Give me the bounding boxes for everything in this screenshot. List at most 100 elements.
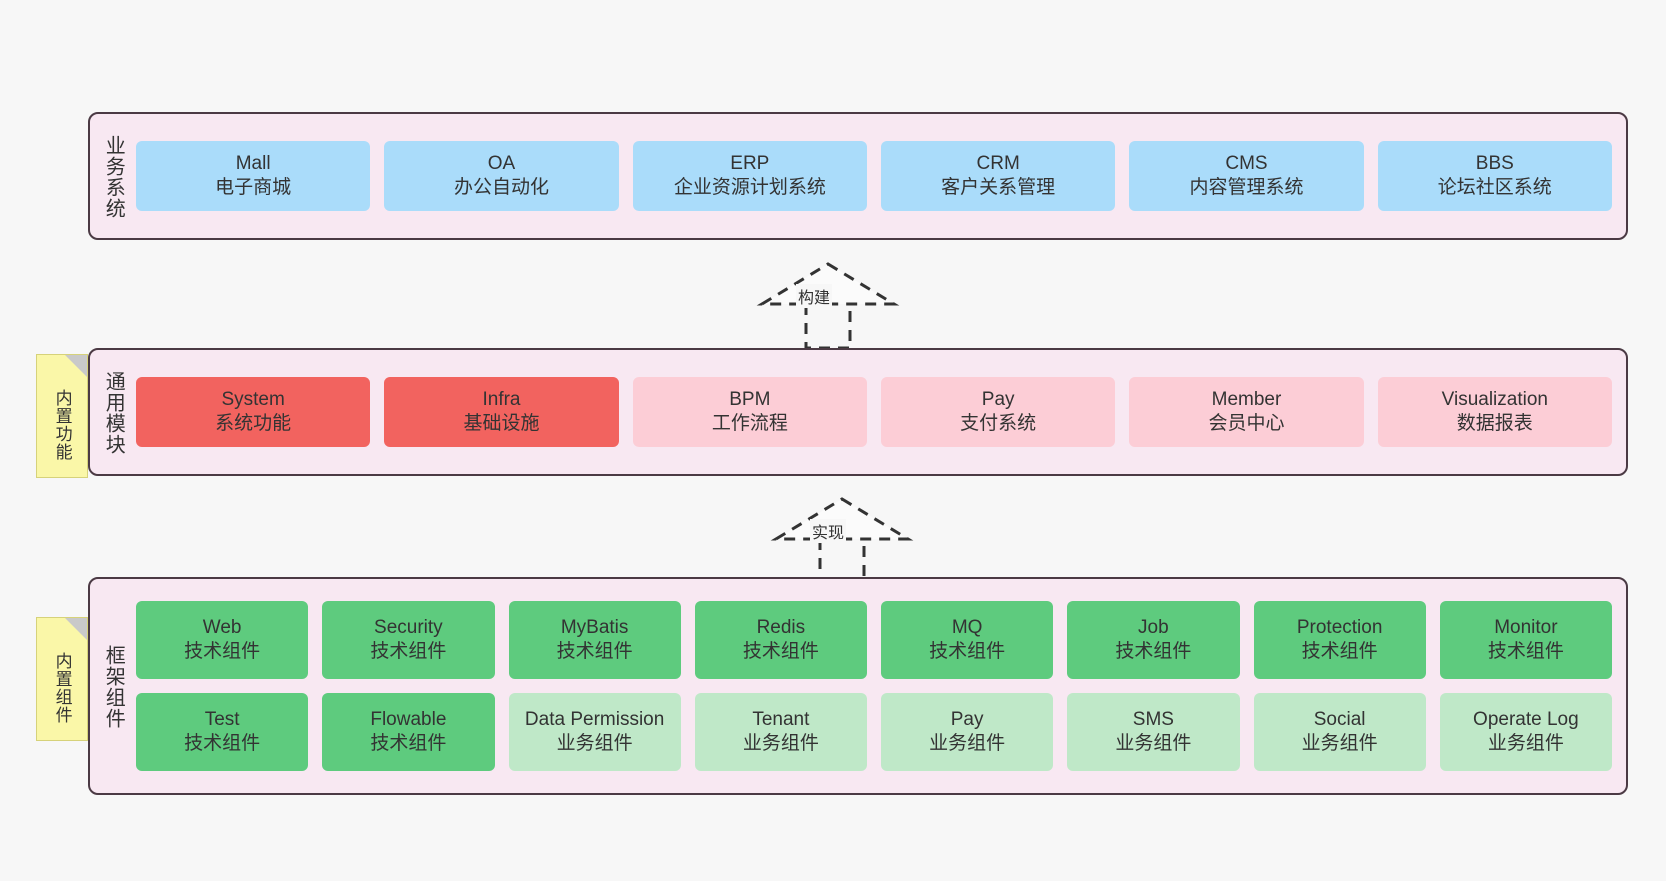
card-row-business: Test 技术组件 Flowable 技术组件 Data Permission … (136, 693, 1612, 771)
layer-body-framework: Web 技术组件 Security 技术组件 MyBatis 技术组件 Redi… (136, 579, 1626, 793)
card-title: System (221, 388, 285, 410)
card-mq[interactable]: MQ 技术组件 (881, 601, 1054, 679)
card-title: Visualization (1441, 388, 1548, 410)
card-subtitle: 技术组件 (184, 641, 261, 662)
generalization-arrow-icon (756, 262, 900, 350)
card-pay[interactable]: Pay 支付系统 (880, 377, 1116, 447)
layer-body-common: System 系统功能 Infra 基础设施 BPM 工作流程 Pay 支付系统… (136, 350, 1626, 474)
card-cms[interactable]: CMS 内容管理系统 (1129, 141, 1364, 211)
card-subtitle: 业务组件 (1487, 733, 1564, 754)
card-subtitle: 支付系统 (960, 413, 1037, 434)
card-infra[interactable]: Infra 基础设施 (384, 377, 619, 447)
note-builtin-features: 内置功能 (36, 354, 88, 478)
connector-implement-label: 实现 (810, 519, 847, 543)
card-subtitle: 企业资源计划系统 (673, 177, 826, 198)
card-title: Pay (981, 388, 1015, 410)
card-operate-log[interactable]: Operate Log 业务组件 (1439, 693, 1612, 771)
card-redis[interactable]: Redis 技术组件 (694, 601, 867, 679)
note-label: 内置组件 (52, 652, 72, 724)
card-subtitle: 系统功能 (215, 413, 292, 434)
card-title: CRM (976, 152, 1020, 174)
card-mall[interactable]: Mall 电子商城 (136, 141, 371, 211)
card-bpm[interactable]: BPM 工作流程 (632, 377, 867, 447)
card-subtitle: 客户关系管理 (941, 177, 1056, 198)
card-title: Member (1211, 388, 1282, 410)
card-subtitle: 论坛社区系统 (1437, 177, 1552, 198)
card-title: Monitor (1494, 616, 1558, 638)
card-title: Infra (482, 388, 521, 410)
card-title: Security (374, 616, 443, 638)
card-title: ERP (730, 152, 770, 174)
card-row: System 系统功能 Infra 基础设施 BPM 工作流程 Pay 支付系统… (136, 377, 1612, 447)
card-web[interactable]: Web 技术组件 (136, 601, 309, 679)
note-label: 内置功能 (52, 389, 72, 461)
card-title: Social (1313, 708, 1366, 730)
connector-implement: 实现 (758, 493, 938, 585)
note-fold-icon (65, 618, 87, 640)
card-sms[interactable]: SMS 业务组件 (1067, 693, 1240, 771)
card-subtitle: 技术组件 (556, 641, 633, 662)
card-pay-business[interactable]: Pay 业务组件 (881, 693, 1054, 771)
note-builtin-components: 内置组件 (36, 617, 88, 741)
card-title: OA (487, 152, 516, 174)
card-subtitle: 数据报表 (1456, 413, 1533, 434)
card-row-technical: Web 技术组件 Security 技术组件 MyBatis 技术组件 Redi… (136, 601, 1612, 679)
card-title: Flowable (370, 708, 447, 730)
card-title: Protection (1296, 616, 1383, 638)
card-subtitle: 业务组件 (742, 733, 819, 754)
card-subtitle: 业务组件 (1301, 733, 1378, 754)
card-subtitle: 基础设施 (463, 413, 540, 434)
card-tenant[interactable]: Tenant 业务组件 (694, 693, 867, 771)
card-flowable[interactable]: Flowable 技术组件 (322, 693, 495, 771)
card-title: SMS (1132, 708, 1174, 730)
card-subtitle: 技术组件 (1301, 641, 1378, 662)
card-erp[interactable]: ERP 企业资源计划系统 (632, 141, 867, 211)
card-row: Mall 电子商城 OA 办公自动化 ERP 企业资源计划系统 CRM 客户关系… (136, 141, 1612, 211)
card-title: Redis (756, 616, 806, 638)
card-mybatis[interactable]: MyBatis 技术组件 (508, 601, 681, 679)
card-crm[interactable]: CRM 客户关系管理 (880, 141, 1116, 211)
card-member[interactable]: Member 会员中心 (1129, 377, 1364, 447)
card-title: BPM (729, 388, 771, 410)
card-title: Job (1138, 616, 1169, 638)
card-subtitle: 技术组件 (1115, 641, 1192, 662)
connector-build-label: 构建 (796, 284, 833, 308)
card-title: Pay (950, 708, 984, 730)
card-visualization[interactable]: Visualization 数据报表 (1377, 377, 1612, 447)
card-bbs[interactable]: BBS 论坛社区系统 (1377, 141, 1612, 211)
card-title: MQ (951, 616, 983, 638)
layer-framework-components: 框架组件 Web 技术组件 Security 技术组件 MyBatis 技术组件… (88, 577, 1628, 795)
layer-body-business: Mall 电子商城 OA 办公自动化 ERP 企业资源计划系统 CRM 客户关系… (136, 114, 1626, 238)
card-title: MyBatis (560, 616, 629, 638)
card-subtitle: 技术组件 (184, 733, 261, 754)
card-monitor[interactable]: Monitor 技术组件 (1439, 601, 1612, 679)
layer-label-common: 通用模块 (102, 371, 125, 455)
card-title: Test (204, 708, 240, 730)
card-oa[interactable]: OA 办公自动化 (384, 141, 619, 211)
card-test[interactable]: Test 技术组件 (136, 693, 309, 771)
card-subtitle: 技术组件 (742, 641, 819, 662)
card-social[interactable]: Social 业务组件 (1253, 693, 1426, 771)
card-job[interactable]: Job 技术组件 (1067, 601, 1240, 679)
generalization-arrow-icon (770, 497, 914, 585)
card-title: CMS (1225, 152, 1268, 174)
card-system[interactable]: System 系统功能 (136, 377, 371, 447)
card-subtitle: 业务组件 (556, 733, 633, 754)
layer-business-systems: 业务系统 Mall 电子商城 OA 办公自动化 ERP 企业资源计划系统 CRM… (88, 112, 1628, 240)
card-subtitle: 办公自动化 (453, 177, 549, 198)
card-protection[interactable]: Protection 技术组件 (1253, 601, 1426, 679)
layer-label-business: 业务系统 (102, 135, 125, 219)
card-security[interactable]: Security 技术组件 (322, 601, 495, 679)
card-subtitle: 技术组件 (1487, 641, 1564, 662)
card-title: Data Permission (524, 708, 665, 730)
card-title: Mall (235, 152, 271, 174)
card-title: BBS (1475, 152, 1514, 174)
card-subtitle: 技术组件 (929, 641, 1006, 662)
card-data-permission[interactable]: Data Permission 业务组件 (508, 693, 681, 771)
layer-label-framework: 框架组件 (102, 645, 125, 729)
card-subtitle: 业务组件 (1115, 733, 1192, 754)
card-subtitle: 会员中心 (1208, 413, 1285, 434)
card-title: Operate Log (1473, 708, 1579, 730)
card-subtitle: 技术组件 (370, 641, 447, 662)
